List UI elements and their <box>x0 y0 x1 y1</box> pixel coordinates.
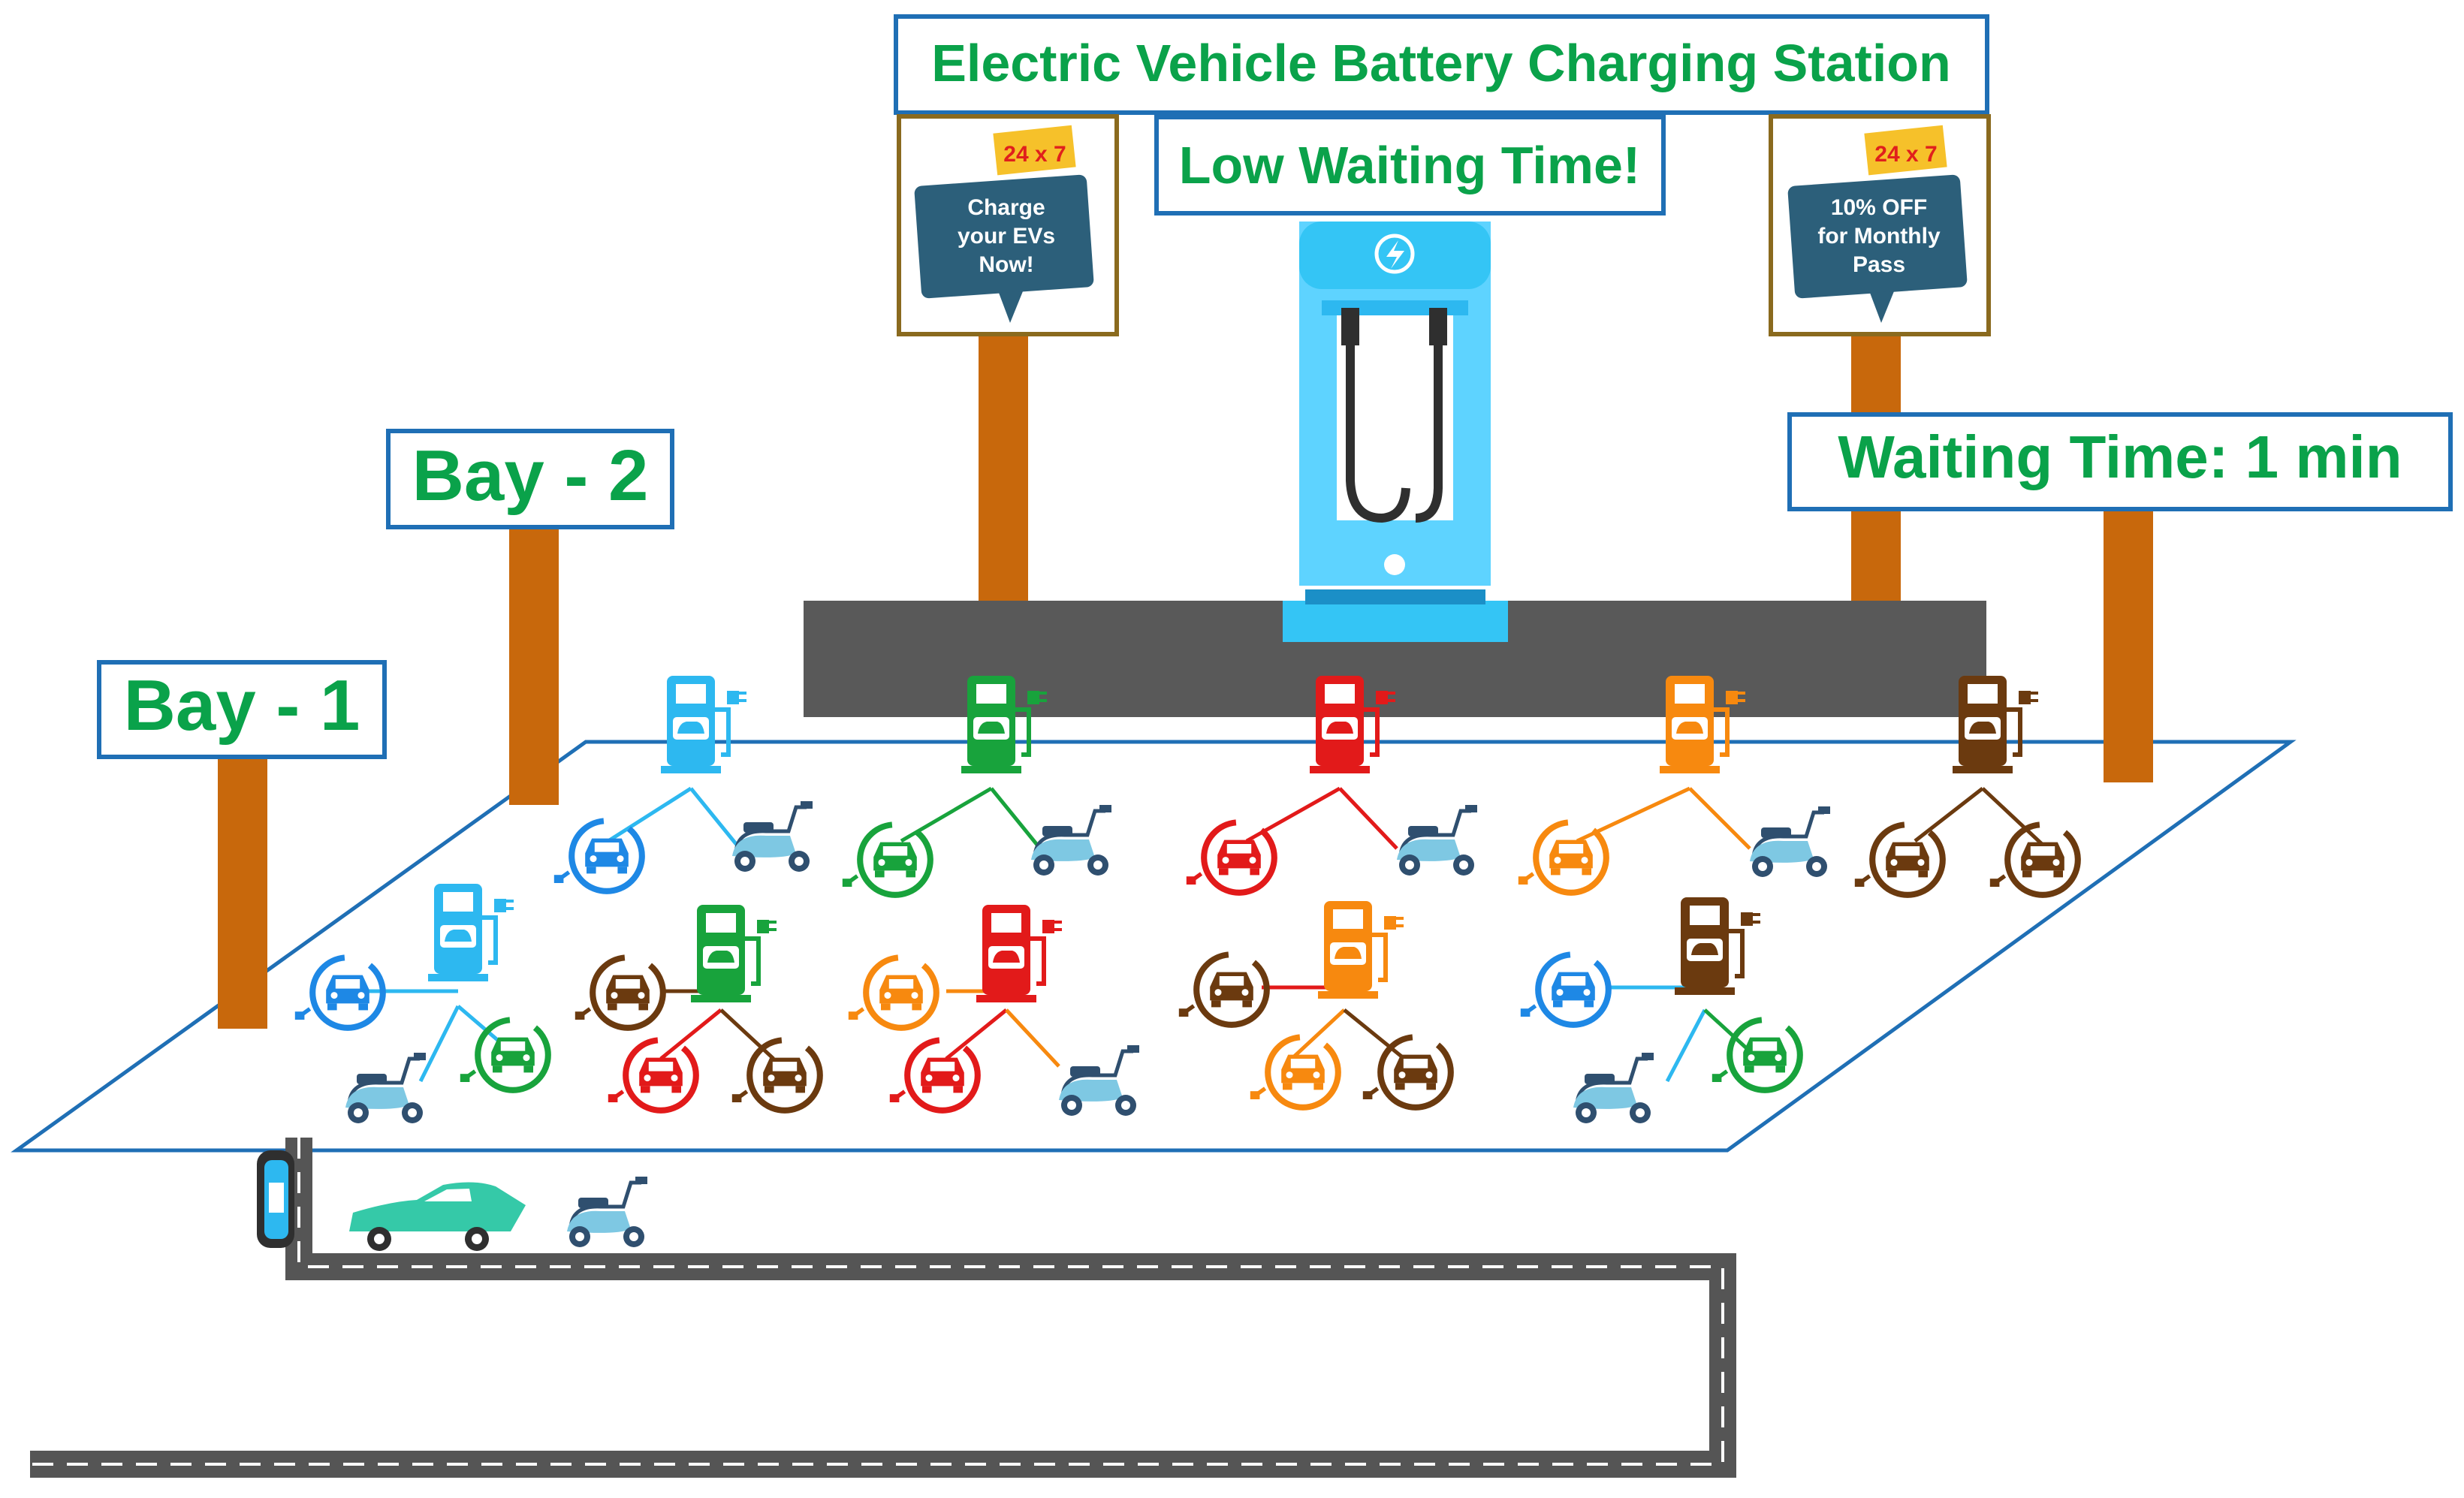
lightning-icon <box>1374 234 1415 274</box>
bay1-brown-charger <box>1521 897 1800 1123</box>
low-wait-text: Low Waiting Time! <box>1179 136 1640 194</box>
bay1-post <box>218 757 267 1029</box>
left-ad-line-2: your EVs <box>958 224 1055 249</box>
right-ad-badge: 24 x 7 <box>1874 142 1937 167</box>
bay1-sign <box>97 660 387 759</box>
title-sign <box>894 14 1989 115</box>
left-ad-badge: 24 x 7 <box>1003 142 1066 167</box>
low-wait-banner <box>1154 115 1666 216</box>
bay1-green-charger <box>575 905 820 1111</box>
bay1-orange-charger <box>1179 901 1451 1108</box>
bay2-green-charger <box>843 676 1111 895</box>
car-on-road <box>349 1182 526 1251</box>
left-ad-post <box>979 330 1028 604</box>
scooter-icon <box>732 801 813 872</box>
bay2-orange-charger <box>1519 676 1830 893</box>
right-ad-line-1: 10% OFF <box>1831 195 1927 220</box>
left-ad-line-3: Now! <box>979 252 1033 277</box>
right-ad-board: 24 x 7 10% OFF for Monthly Pass <box>1769 114 1991 336</box>
parking-lot-outline <box>11 740 2297 1153</box>
left-ad-board: 24 x 7 Charge your EVs Now! <box>897 114 1119 336</box>
bay2-brown-charger <box>1855 676 2078 895</box>
ev-charger-icon <box>661 676 746 773</box>
main-charger <box>1283 222 1508 642</box>
left-ad-line-1: Charge <box>967 195 1045 220</box>
right-ad-line-3: Pass <box>1853 252 1905 277</box>
title-text: Electric Vehicle Battery Charging Statio… <box>931 34 1951 92</box>
bay2-post <box>509 527 559 805</box>
bay2-red-charger <box>1187 676 1477 893</box>
waiting-label: Waiting Time: 1 min <box>1838 423 2402 490</box>
waiting-sign <box>1787 412 2453 511</box>
bay1-red-charger <box>849 905 1139 1116</box>
bay2-label: Bay - 2 <box>412 436 649 516</box>
bay2-blue-charger <box>554 676 813 891</box>
bay2-sign <box>386 429 674 529</box>
right-ad-line-2: for Monthly <box>1817 224 1941 249</box>
car-icon <box>554 821 642 891</box>
bay1-label: Bay - 1 <box>124 665 360 746</box>
road <box>30 1138 1736 1478</box>
waiting-post <box>2104 505 2153 782</box>
bay1-blue-charger <box>295 884 548 1123</box>
scooter-on-road <box>567 1177 647 1247</box>
car-on-road-vertical <box>257 1150 294 1248</box>
